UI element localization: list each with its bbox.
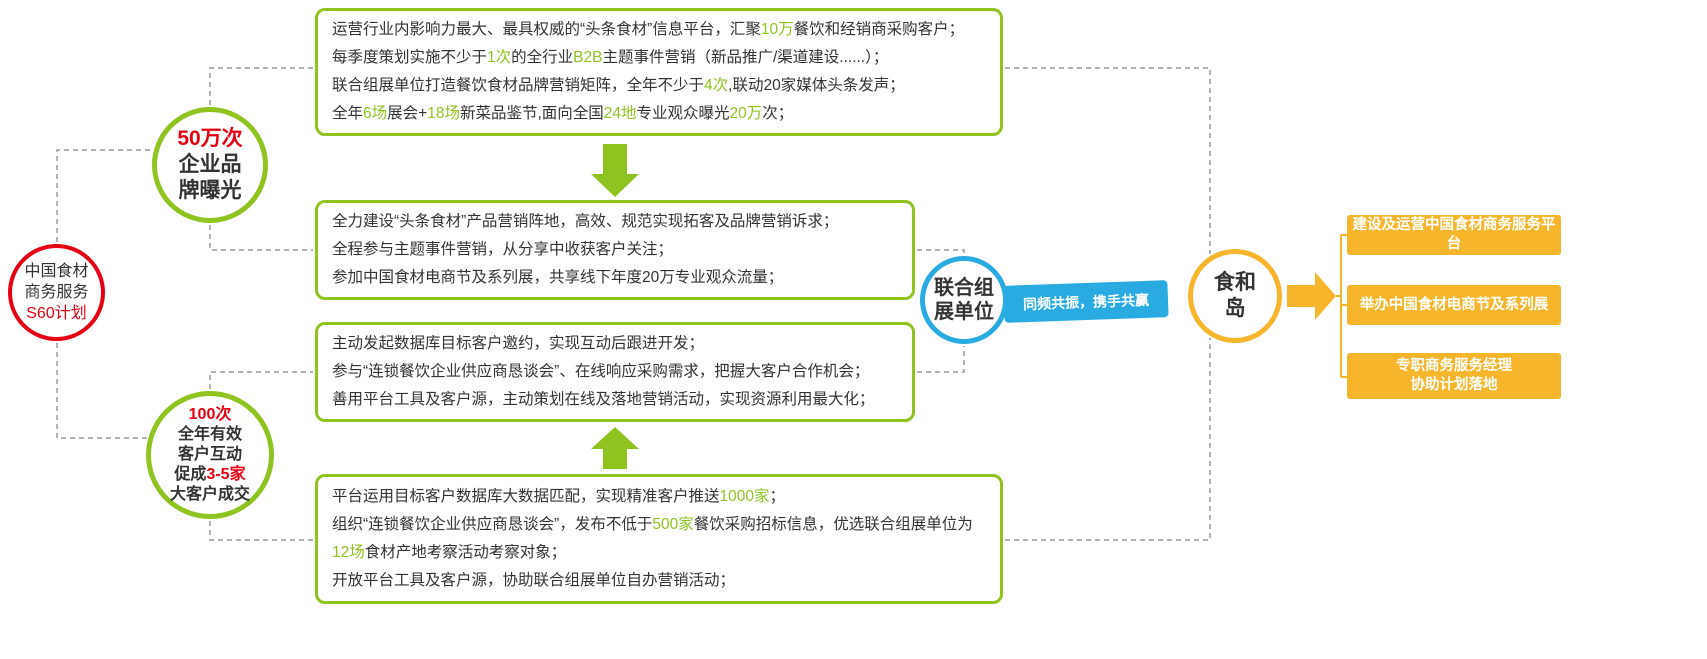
- text-line: 平台运用目标客户数据库大数据匹配，实现精准客户推送1000家；: [332, 488, 786, 505]
- text-line: 主动发起数据库目标客户邀约，实现互动后跟进开发；: [332, 335, 705, 352]
- text-line: 客户互动: [177, 446, 242, 463]
- service-item-box-manager: 专职商务服务经理协助计划落地: [1347, 353, 1561, 399]
- text-line: S60计划: [26, 305, 87, 322]
- slogan-text: 同频共振，携手共赢: [1022, 291, 1150, 312]
- text-line: 参加中国食材电商节及系列展，共享线下年度20万专业观众流量；: [332, 269, 784, 286]
- connector-box2-to-joint: [917, 249, 965, 254]
- text-line: 组织“连锁餐饮企业供应商恳谈会”，发布不低于500家餐饮采购招标信息，优选联合组…: [332, 516, 973, 561]
- exhibitor-customer-actions-box: 主动发起数据库目标客户邀约，实现互动后跟进开发； 参与“连锁餐饮企业供应商恳谈会”…: [315, 322, 915, 422]
- text-line: 食和: [1214, 271, 1256, 294]
- connector-interaction-to-box3: [209, 371, 313, 389]
- service-item-box-expo: 举办中国食材电商节及系列展: [1347, 285, 1561, 325]
- island-bracket-lines: [1336, 234, 1347, 378]
- text-line: 联合组展单位打造餐饮食材品牌营销矩阵，全年不少于4次,联动20家媒体头条发声；: [332, 77, 905, 94]
- text-line: 全程参与主题事件营销，从分享中收获客户关注；: [332, 241, 674, 258]
- text-line: 中国食材: [24, 263, 89, 280]
- customer-interaction-circle: 100次全年有效客户互动促成3-5家大客户成交: [146, 391, 274, 519]
- exhibitor-brand-actions-box: 全力建设“头条食材”产品营销阵地，高效、规范实现拓客及品牌营销诉求； 全程参与主题…: [315, 200, 915, 300]
- connector-box3-to-joint: [917, 346, 965, 373]
- connector-box1-to-island: [1005, 67, 1211, 254]
- text-line: 建设及运营中国食材商务服务平台: [1352, 217, 1556, 252]
- text-line: 牌曝光: [178, 179, 242, 202]
- service-item-box-platform: 建设及运营中国食材商务服务平台: [1347, 215, 1561, 255]
- text-line: 联合组: [934, 277, 994, 299]
- text-line: 善用平台工具及客户源，主动策划在线及落地营销活动，实现资源利用最大化；: [332, 391, 875, 408]
- text-line: 参与“连锁餐饮企业供应商恳谈会”、在线响应采购需求，把握大客户合作机会；: [332, 363, 870, 380]
- text-line: 专职商务服务经理: [1396, 358, 1512, 374]
- text-line: 运营行业内影响力最大、最具权威的“头条食材”信息平台，汇聚10万餐饮和经销商采购…: [332, 21, 965, 38]
- text-line: 全年6场展会+18场新菜品鉴节,面向全国24地专业观众曝光20万次；: [332, 105, 794, 122]
- connector-plan-to-exposure: [56, 149, 154, 242]
- text-line: 开放平台工具及客户源，协助联合组展单位自办营销活动；: [332, 572, 736, 589]
- text-line: 展单位: [934, 301, 994, 323]
- up-arrow-icon: [591, 427, 639, 469]
- connector-box4-to-island: [1005, 338, 1211, 541]
- shihedao-circle: 食和岛: [1188, 249, 1282, 343]
- platform-marketing-box: 运营行业内影响力最大、最具权威的“头条食材”信息平台，汇聚10万餐饮和经销商采购…: [315, 8, 1003, 136]
- slogan-ribbon: 同频共振，携手共赢: [1003, 280, 1169, 323]
- text-line: 岛: [1224, 297, 1246, 320]
- text-line: 举办中国食材电商节及系列展: [1359, 296, 1549, 313]
- text-line: 100次: [188, 406, 232, 423]
- platform-matching-box: 平台运用目标客户数据库大数据匹配，实现精准客户推送1000家； 组织“连锁餐饮企业…: [315, 474, 1003, 604]
- connector-interaction-to-box4: [209, 521, 313, 541]
- text-line: 全力建设“头条食材”产品营销阵地，高效、规范实现拓客及品牌营销诉求；: [332, 213, 839, 230]
- text-line: 协助计划落地: [1410, 377, 1498, 393]
- text-line: 50万次: [177, 127, 243, 150]
- brand-exposure-circle: 50万次企业品牌曝光: [152, 107, 268, 223]
- text-line: 促成3-5家: [174, 466, 246, 483]
- text-line: 大客户成交: [169, 486, 250, 503]
- connector-plan-to-interaction: [56, 343, 148, 439]
- text-line: 全年有效: [177, 426, 242, 443]
- text-line: 每季度策划实施不少于1次的全行业B2B主题事件营销（新品推广/渠道建设.....…: [332, 49, 889, 66]
- joint-exhibitor-circle: 联合组展单位: [920, 256, 1008, 344]
- connector-exposure-to-box2: [209, 225, 313, 251]
- down-arrow-icon: [591, 144, 639, 197]
- text-line: 商务服务: [24, 284, 89, 301]
- text-line: 企业品: [178, 153, 242, 176]
- right-arrow-icon: [1287, 272, 1336, 320]
- connector-exposure-to-box1: [209, 67, 313, 105]
- s60-plan-circle: 中国食材商务服务 S60计划: [8, 244, 105, 341]
